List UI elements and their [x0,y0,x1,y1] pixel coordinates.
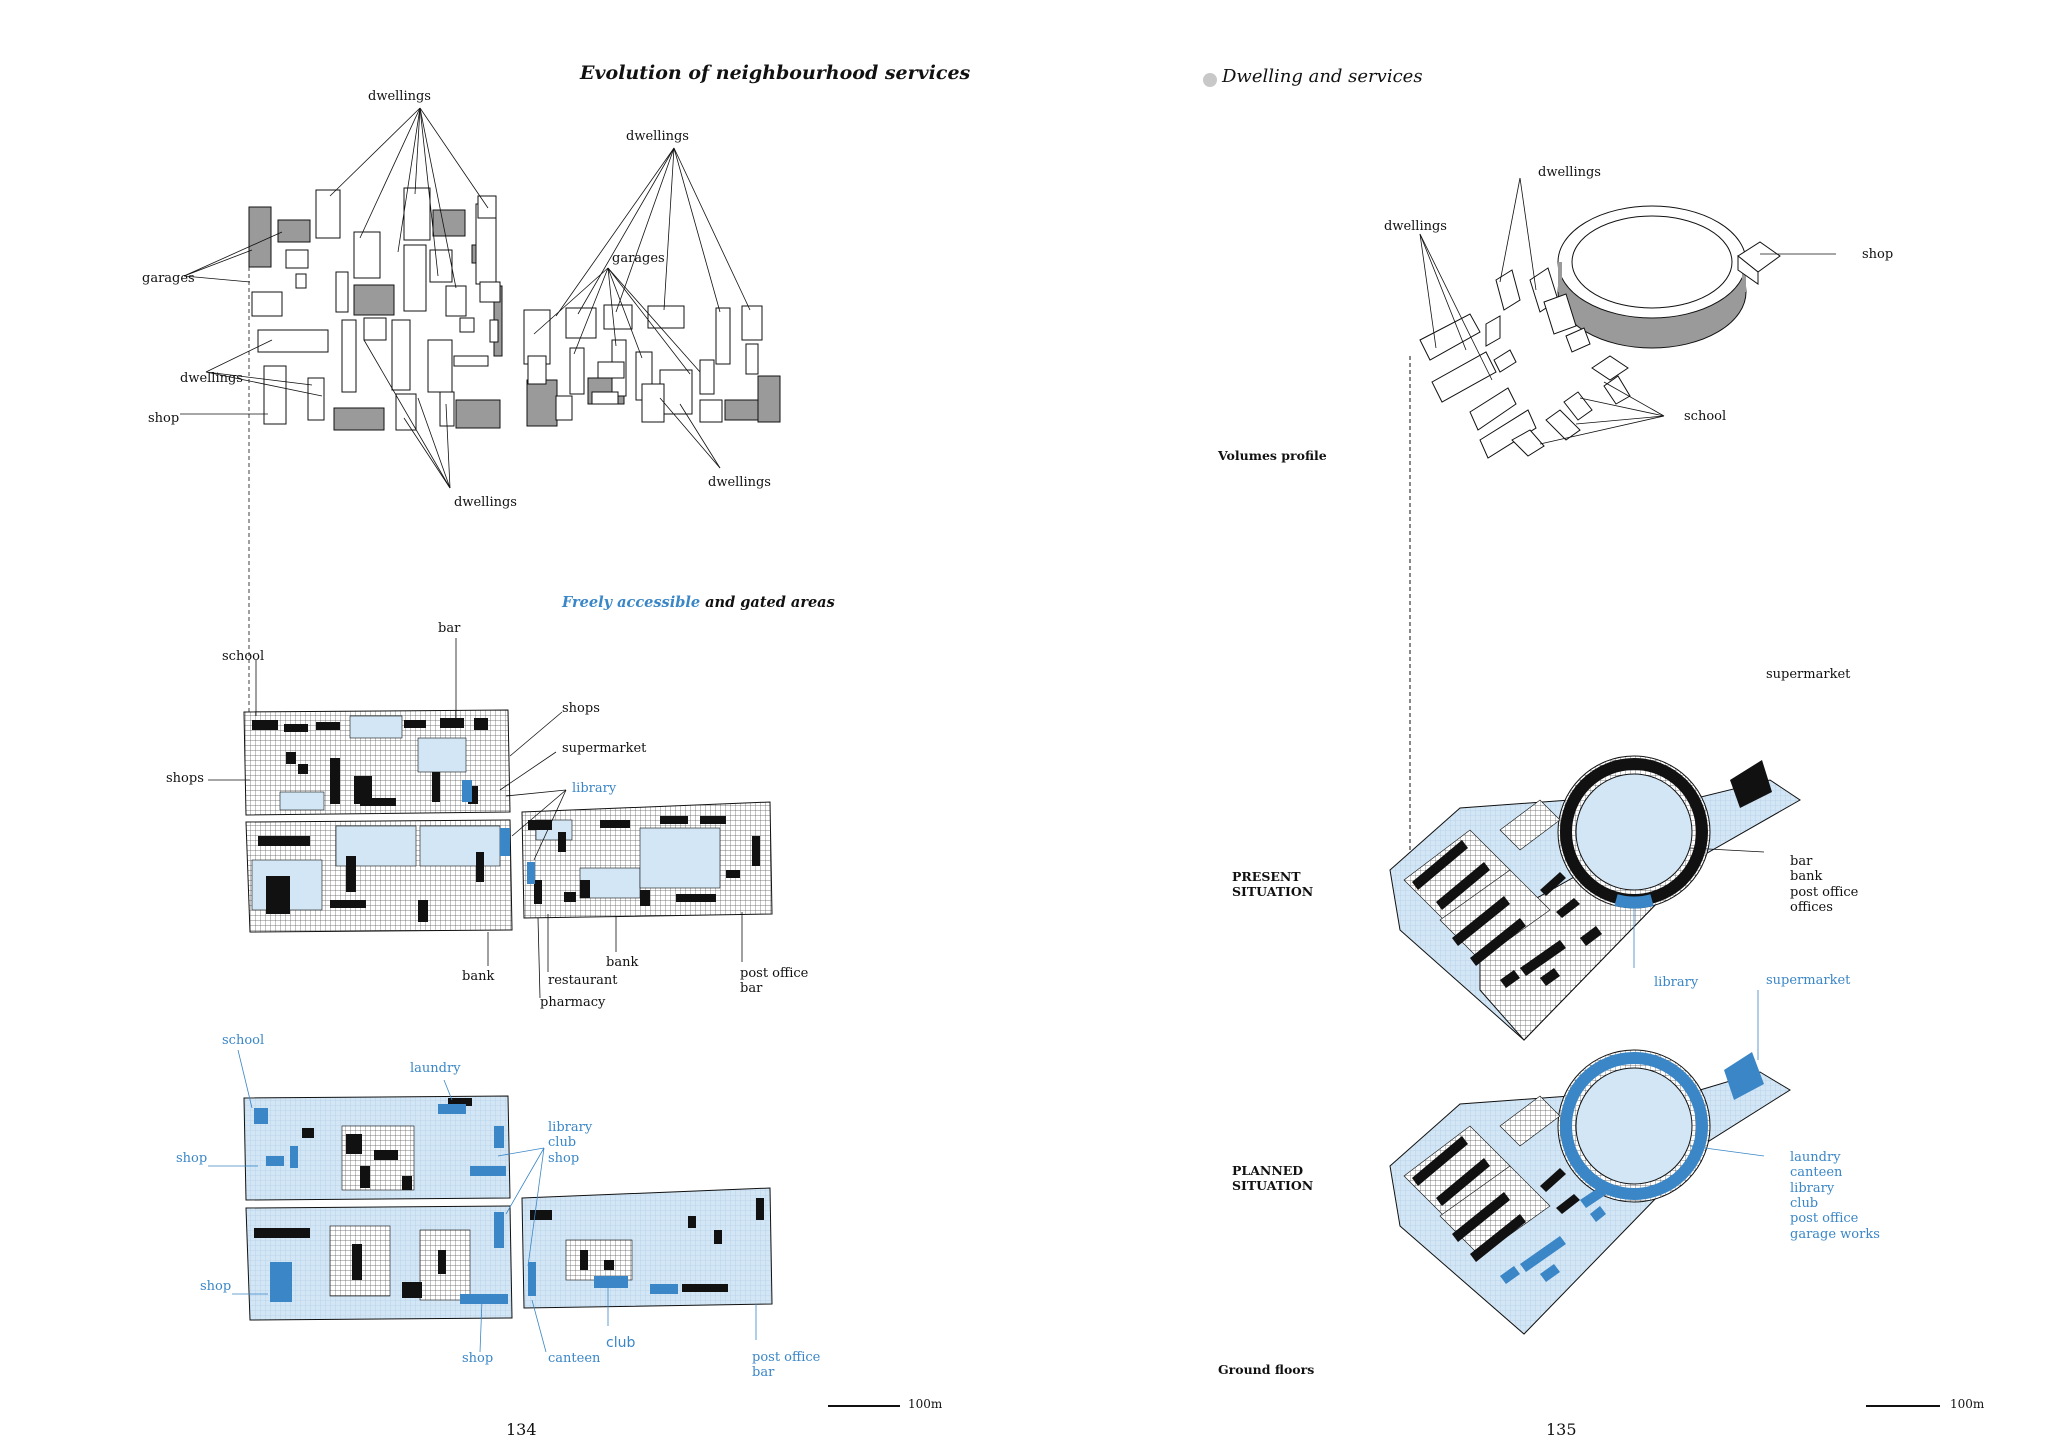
left-present-leader-lines [208,638,743,999]
planned-label-club: club [606,1335,636,1351]
label-supermarket: supermarket [562,741,647,756]
planned-label-shop-bottom: shop [462,1351,494,1366]
right-volume-leader-lines [1419,177,1836,445]
label-dwellings-bottom: dwellings [454,495,517,510]
right-planned-leader-lines [1689,990,1765,1157]
planned-label-post-office-bar: post office bar [752,1350,821,1381]
section-ground-floors: Ground floors [1218,1362,1315,1377]
right-present-leader-lines [1633,847,1765,968]
right-present-services: bar bank post office offices [1790,854,1859,915]
label-bar: bar [438,621,461,636]
label-dwellings-left: dwellings [180,371,243,386]
access-title: Freely accessible and gated areas [562,594,835,611]
left-planned-leader-lines [208,1049,757,1353]
label-bank-right: bank [606,955,639,970]
planned-label-laundry: laundry [410,1061,461,1076]
left-volume-leader-lines [180,107,751,720]
label-school: school [222,649,265,664]
label-pharmacy: pharmacy [540,995,606,1010]
section-bullet [1203,73,1217,87]
label-dwellings-right: dwellings [626,129,689,144]
label-dwellings-bottom-right: dwellings [708,475,771,490]
section-volumes-profile: Volumes profile [1218,448,1327,463]
label-garages-left: garages [142,271,195,286]
right-page-number: 135 [1546,1420,1577,1439]
right-page-title: Dwelling and services [1222,66,1423,87]
section-planned-situation: PLANNED SITUATION [1232,1163,1314,1193]
planned-label-library-club-shop: library club shop [548,1120,593,1166]
left-present-plan [243,709,773,933]
label-shops-right: shops [562,701,600,716]
right-label-supermarket: supermarket [1766,667,1851,682]
label-bank-left: bank [462,969,495,984]
left-page-title: Evolution of neighbourhood services [580,62,971,84]
planned-label-canteen: canteen [548,1351,601,1366]
right-label-dwellings-left: dwellings [1384,219,1447,234]
right-label-library: library [1654,975,1699,990]
right-label-school: school [1684,409,1727,424]
label-restaurant: restaurant [548,973,618,988]
right-present-plan [1389,755,1801,1041]
left-volumes-drawing [248,187,781,431]
left-planned-plan [243,1095,773,1321]
access-title-free: Freely accessible [562,594,701,611]
access-title-gated: and gated areas [700,594,835,611]
right-label-dwellings-top: dwellings [1538,165,1601,180]
right-planned-label-supermarket: supermarket [1766,973,1851,988]
label-dwellings-top: dwellings [368,89,431,104]
right-planned-plan [1389,1049,1791,1335]
left-page-number: 134 [506,1420,537,1439]
right-volumes-drawing [1409,205,1781,880]
right-label-shop: shop [1862,247,1894,262]
planned-label-shop-lower: shop [200,1279,232,1294]
left-scale-label: 100m [908,1397,943,1411]
planned-label-shop-upper: shop [176,1151,208,1166]
label-shops-left: shops [166,771,204,786]
right-planned-services: laundry canteen library club post office… [1790,1150,1880,1242]
section-present-situation: PRESENT SITUATION [1232,869,1314,899]
label-library: library [572,781,617,796]
label-shop-left: shop [148,411,180,426]
label-garages-center: garages [612,251,665,266]
planned-label-school: school [222,1033,265,1048]
right-scale-label: 100m [1950,1397,1985,1411]
label-post-office-bar: post office bar [740,966,809,997]
